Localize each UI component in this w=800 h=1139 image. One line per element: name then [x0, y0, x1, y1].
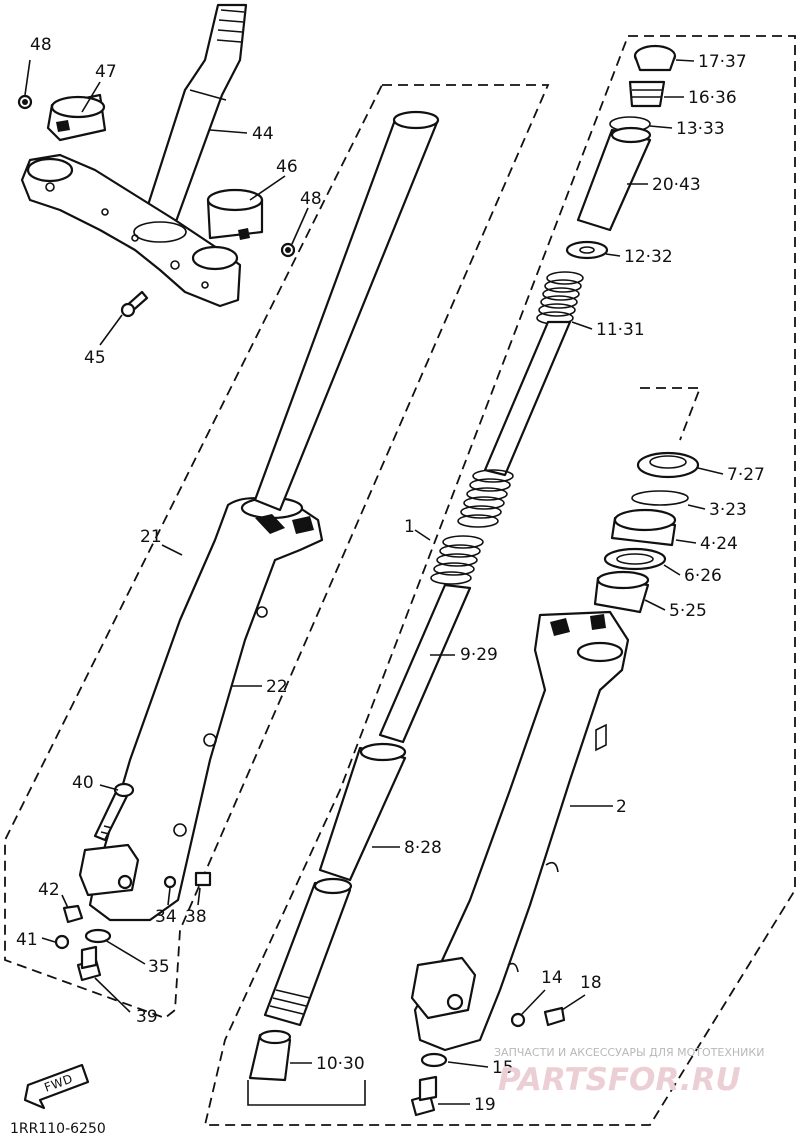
callout-8: 8·28	[404, 838, 442, 858]
callout-2: 2	[616, 797, 627, 817]
watermark-caption: ЗАПЧАСТИ И АКСЕССУАРЫ ДЛЯ МОТОТЕХНИКИ	[494, 1046, 764, 1059]
damper-bracket	[247, 1080, 366, 1106]
callout-19: 19	[474, 1095, 496, 1115]
callout-6: 6·26	[684, 566, 722, 586]
callout-48-upper: 48	[30, 35, 52, 55]
left-outer-tube	[78, 496, 324, 922]
callout-46: 46	[276, 157, 298, 177]
callout-10: 10·30	[316, 1054, 365, 1074]
callout-44: 44	[252, 124, 274, 144]
callout-14: 14	[541, 968, 563, 988]
outer-tube-group-outline	[640, 387, 702, 441]
callout-21: 21	[140, 527, 162, 547]
callout-35: 35	[148, 957, 170, 977]
bolt-45	[120, 290, 149, 318]
spacer-tube-20	[576, 126, 652, 232]
inner-tube	[253, 110, 440, 512]
callout-1: 1	[404, 517, 415, 537]
callout-11: 11·31	[596, 320, 645, 340]
oil-seal-4	[610, 508, 677, 547]
washer-12	[565, 240, 609, 260]
callout-9: 9·29	[460, 645, 498, 665]
callout-20: 20·43	[652, 175, 701, 195]
callout-12: 12·32	[624, 247, 673, 267]
small-hardware-left	[54, 871, 212, 982]
clip-3	[631, 490, 689, 506]
callout-3: 3·23	[709, 500, 747, 520]
callout-17: 17·37	[698, 52, 747, 72]
callout-16: 16·36	[688, 88, 737, 108]
callout-45: 45	[84, 348, 106, 368]
bolt-40	[93, 782, 135, 842]
leader-lines	[24, 59, 724, 1105]
callout-47: 47	[95, 62, 117, 82]
fork-cap-17	[633, 44, 677, 72]
callout-22: 22	[266, 677, 288, 697]
diagram-code: 1RR110-6250	[10, 1121, 106, 1137]
right-outer-tube	[410, 610, 630, 1052]
callout-48-lower: 48	[300, 189, 322, 209]
callout-39: 39	[136, 1007, 158, 1027]
callout-40: 40	[72, 773, 94, 793]
washer-6	[603, 547, 667, 571]
forward-arrow: FWD	[23, 1063, 90, 1110]
callout-15: 15	[492, 1058, 514, 1078]
callout-42: 42	[38, 880, 60, 900]
callout-labels: 48 47 44 46 48 45 21 22 40 42 41 34 38 3…	[16, 35, 765, 1115]
callout-18: 18	[580, 973, 602, 993]
damper-rod-and-springs	[248, 271, 584, 1082]
callout-13: 13·33	[676, 119, 725, 139]
callout-34: 34	[155, 907, 177, 927]
callout-38: 38	[185, 907, 207, 927]
small-hardware-right	[410, 1006, 566, 1117]
callout-41: 41	[16, 930, 38, 950]
left-leg-group-outline	[4, 84, 550, 1020]
callout-5: 5·25	[669, 601, 707, 621]
callout-4: 4·24	[700, 534, 738, 554]
watermark-brand: PARTSFOR.RU	[498, 1062, 741, 1098]
dust-seal-7	[636, 451, 700, 479]
steering-stem-assembly	[20, 3, 248, 308]
right-leg-group-outline	[203, 35, 796, 1126]
handlebar-clamp-47	[46, 93, 107, 142]
bushing-5	[593, 570, 650, 614]
handlebar-clamp-46	[206, 188, 264, 240]
cap-bolt-16	[628, 80, 666, 108]
bolt-48-upper	[17, 94, 33, 110]
callout-7: 7·27	[727, 465, 765, 485]
bolt-48-lower	[280, 242, 296, 258]
